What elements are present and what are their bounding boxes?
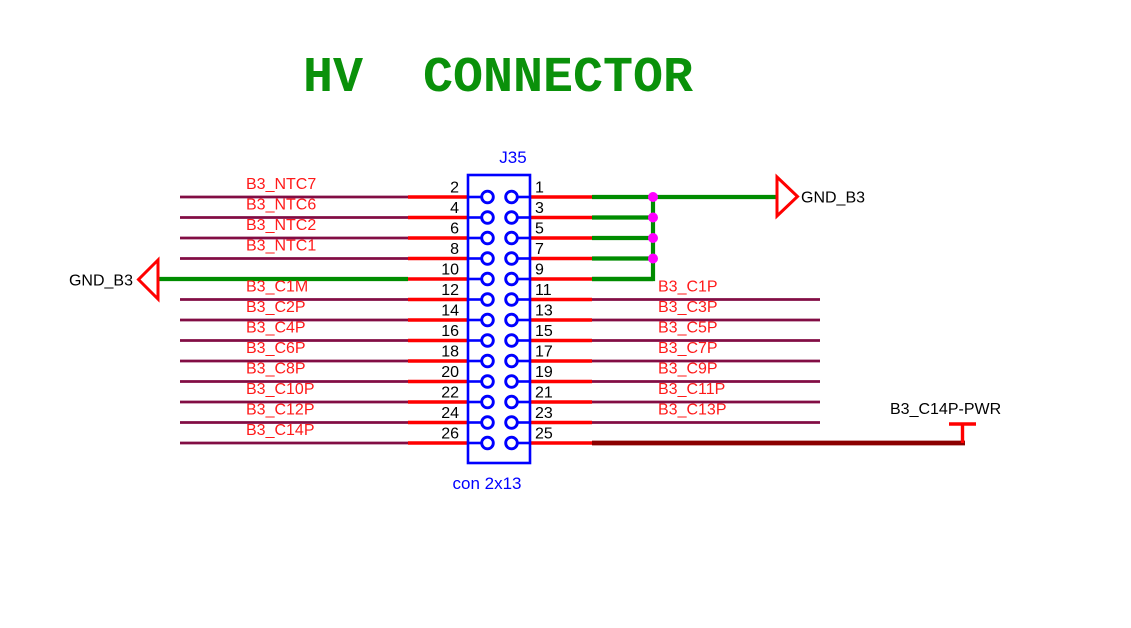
junction-dot bbox=[648, 212, 658, 223]
pin-number-16: 16 bbox=[441, 323, 459, 340]
net-label-B3_C13P: B3_C13P bbox=[658, 402, 727, 419]
pin-number-4: 4 bbox=[450, 200, 459, 217]
pin-number-5: 5 bbox=[535, 221, 544, 238]
net-label-B3_C12P: B3_C12P bbox=[246, 402, 315, 419]
pin-circle-9 bbox=[504, 271, 519, 287]
gnd-bus-wire bbox=[592, 197, 656, 282]
pin-number-14: 14 bbox=[441, 303, 459, 320]
pin-circle-7 bbox=[504, 251, 519, 266]
pin-circle-12 bbox=[480, 292, 495, 307]
net-label-B3_C2P: B3_C2P bbox=[246, 299, 306, 316]
pin-circle-21 bbox=[504, 394, 519, 410]
pin-number-2: 2 bbox=[450, 180, 459, 197]
pin-number-17: 17 bbox=[535, 344, 553, 361]
pin-number-20: 20 bbox=[441, 364, 459, 381]
pin-circle-26 bbox=[480, 435, 495, 451]
pin-circle-14 bbox=[480, 312, 495, 328]
pin-circle-13 bbox=[504, 312, 519, 328]
gnd-port-arrow-left-icon bbox=[136, 256, 160, 303]
pin-circle-6 bbox=[480, 230, 495, 246]
pin-circle-17 bbox=[504, 353, 519, 369]
pin-number-9: 9 bbox=[535, 262, 544, 279]
junction-dot bbox=[648, 192, 658, 202]
pin-number-18: 18 bbox=[441, 344, 459, 361]
pin-number-1: 1 bbox=[535, 180, 544, 197]
net-label-B3_NTC2: B3_NTC2 bbox=[246, 217, 316, 234]
pin-number-15: 15 bbox=[535, 323, 553, 340]
pin-circle-23 bbox=[504, 415, 519, 430]
pin-circle-3 bbox=[504, 210, 519, 225]
net-label-B3_C7P: B3_C7P bbox=[658, 340, 718, 357]
net-label-B3_C1M: B3_C1M bbox=[246, 279, 308, 296]
pin-number-3: 3 bbox=[535, 200, 544, 217]
power-port-label: B3_C14P-PWR bbox=[890, 401, 1001, 418]
pin-number-8: 8 bbox=[450, 241, 459, 258]
pin-number-26: 26 bbox=[441, 426, 459, 443]
pin-number-22: 22 bbox=[441, 385, 459, 402]
junction-dot bbox=[648, 253, 658, 264]
pin-circle-15 bbox=[504, 333, 519, 348]
net-label-B3_C8P: B3_C8P bbox=[246, 361, 306, 378]
pin-number-11: 11 bbox=[535, 282, 552, 299]
net-label-B3_C3P: B3_C3P bbox=[658, 299, 718, 316]
page-title: HV CONNECTOR bbox=[303, 50, 694, 107]
gnd-port-arrow-right-icon bbox=[775, 173, 800, 220]
pin-number-13: 13 bbox=[535, 303, 553, 320]
pin-number-12: 12 bbox=[441, 282, 459, 299]
pin-circle-8 bbox=[480, 251, 495, 266]
junction-dot bbox=[648, 233, 658, 243]
net-label-B3_C11P: B3_C11P bbox=[658, 381, 725, 398]
pin-number-25: 25 bbox=[535, 426, 553, 443]
pin-number-19: 19 bbox=[535, 364, 553, 381]
net-label-B3_NTC1: B3_NTC1 bbox=[246, 238, 316, 255]
net-label-B3_C1P: B3_C1P bbox=[658, 279, 718, 296]
pin-circle-19 bbox=[504, 374, 519, 389]
pin-circle-1 bbox=[504, 189, 519, 205]
net-label-B3_C14P: B3_C14P bbox=[246, 422, 315, 439]
pin-circle-5 bbox=[504, 230, 519, 246]
pin-number-10: 10 bbox=[441, 262, 459, 279]
pin-number-6: 6 bbox=[450, 221, 459, 238]
net-label-B3_C10P: B3_C10P bbox=[246, 381, 315, 398]
net-label-B3_C9P: B3_C9P bbox=[658, 361, 718, 378]
net-label-B3_C6P: B3_C6P bbox=[246, 340, 306, 357]
gnd-port-label-left: GND_B3 bbox=[69, 273, 133, 290]
pin-circle-24 bbox=[480, 415, 495, 430]
pin-number-7: 7 bbox=[535, 241, 544, 258]
net-label-B3_C4P: B3_C4P bbox=[246, 320, 306, 337]
net-label-B3_NTC7: B3_NTC7 bbox=[246, 176, 316, 193]
pin-circle-16 bbox=[480, 333, 495, 348]
pin-circle-2 bbox=[480, 189, 495, 205]
pin-circle-22 bbox=[480, 394, 495, 410]
gnd-port-label-right: GND_B3 bbox=[801, 190, 865, 207]
pin-circle-10 bbox=[480, 271, 495, 287]
pin-number-24: 24 bbox=[441, 405, 459, 422]
pin-circle-11 bbox=[504, 292, 519, 307]
pin-number-21: 21 bbox=[535, 385, 553, 402]
connector-refdes: J35 bbox=[499, 148, 526, 167]
net-label-B3_NTC6: B3_NTC6 bbox=[246, 197, 316, 214]
net-label-B3_C5P: B3_C5P bbox=[658, 320, 718, 337]
pin-circle-20 bbox=[480, 374, 495, 389]
pin-number-23: 23 bbox=[535, 405, 553, 422]
pin-circle-4 bbox=[480, 210, 495, 225]
pin-circle-18 bbox=[480, 353, 495, 369]
pin-circle-25 bbox=[504, 435, 519, 451]
connector-type-label: con 2x13 bbox=[453, 474, 522, 493]
